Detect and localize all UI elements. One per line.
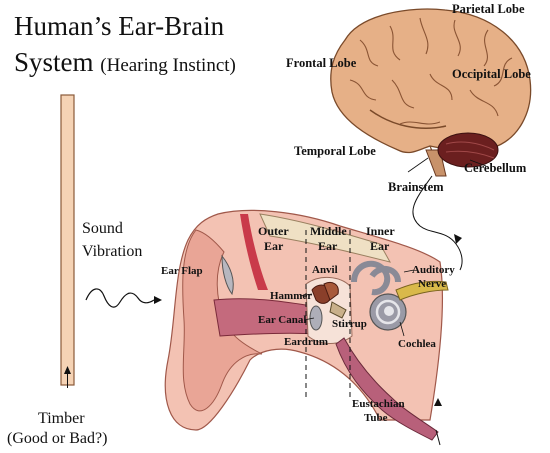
timber-rod: [61, 95, 74, 385]
label-vibration: Vibration: [82, 243, 142, 261]
label-timber: Timber: [38, 410, 85, 428]
eardrum-shape: [310, 306, 322, 330]
ear-anatomy: [165, 210, 448, 445]
label-middle-2: Ear: [318, 239, 337, 254]
sound-wave-arrow: [86, 289, 154, 307]
label-ear-canal: Ear Canal: [258, 314, 306, 326]
label-inner-1: Inner: [366, 224, 395, 239]
label-frontal-lobe: Frontal Lobe: [286, 56, 356, 71]
label-stirrup: Stirrup: [332, 318, 367, 330]
label-brainstem: Brainstem: [388, 180, 444, 195]
label-cerebellum: Cerebellum: [464, 161, 526, 176]
label-eustachian: Eustachian: [352, 398, 405, 410]
label-ear-flap: Ear Flap: [161, 265, 203, 277]
label-middle-1: Middle: [310, 224, 347, 239]
label-cochlea: Cochlea: [398, 338, 436, 350]
label-sound: Sound: [82, 220, 123, 238]
label-auditory: Auditory: [412, 264, 455, 276]
label-tube: Tube: [364, 412, 387, 424]
label-hammer: Hammer: [270, 290, 312, 302]
label-eardrum: Eardrum: [284, 336, 328, 348]
label-outer-1: Outer: [258, 224, 289, 239]
label-outer-2: Ear: [264, 239, 283, 254]
label-inner-2: Ear: [370, 239, 389, 254]
label-temporal-lobe: Temporal Lobe: [294, 144, 376, 159]
label-nerve: Nerve: [418, 278, 446, 290]
label-parietal-lobe: Parietal Lobe: [452, 2, 525, 17]
label-timber-note: (Good or Bad?): [7, 430, 107, 448]
label-anvil: Anvil: [312, 264, 338, 276]
label-occipital-lobe: Occipital Lobe: [452, 67, 531, 82]
